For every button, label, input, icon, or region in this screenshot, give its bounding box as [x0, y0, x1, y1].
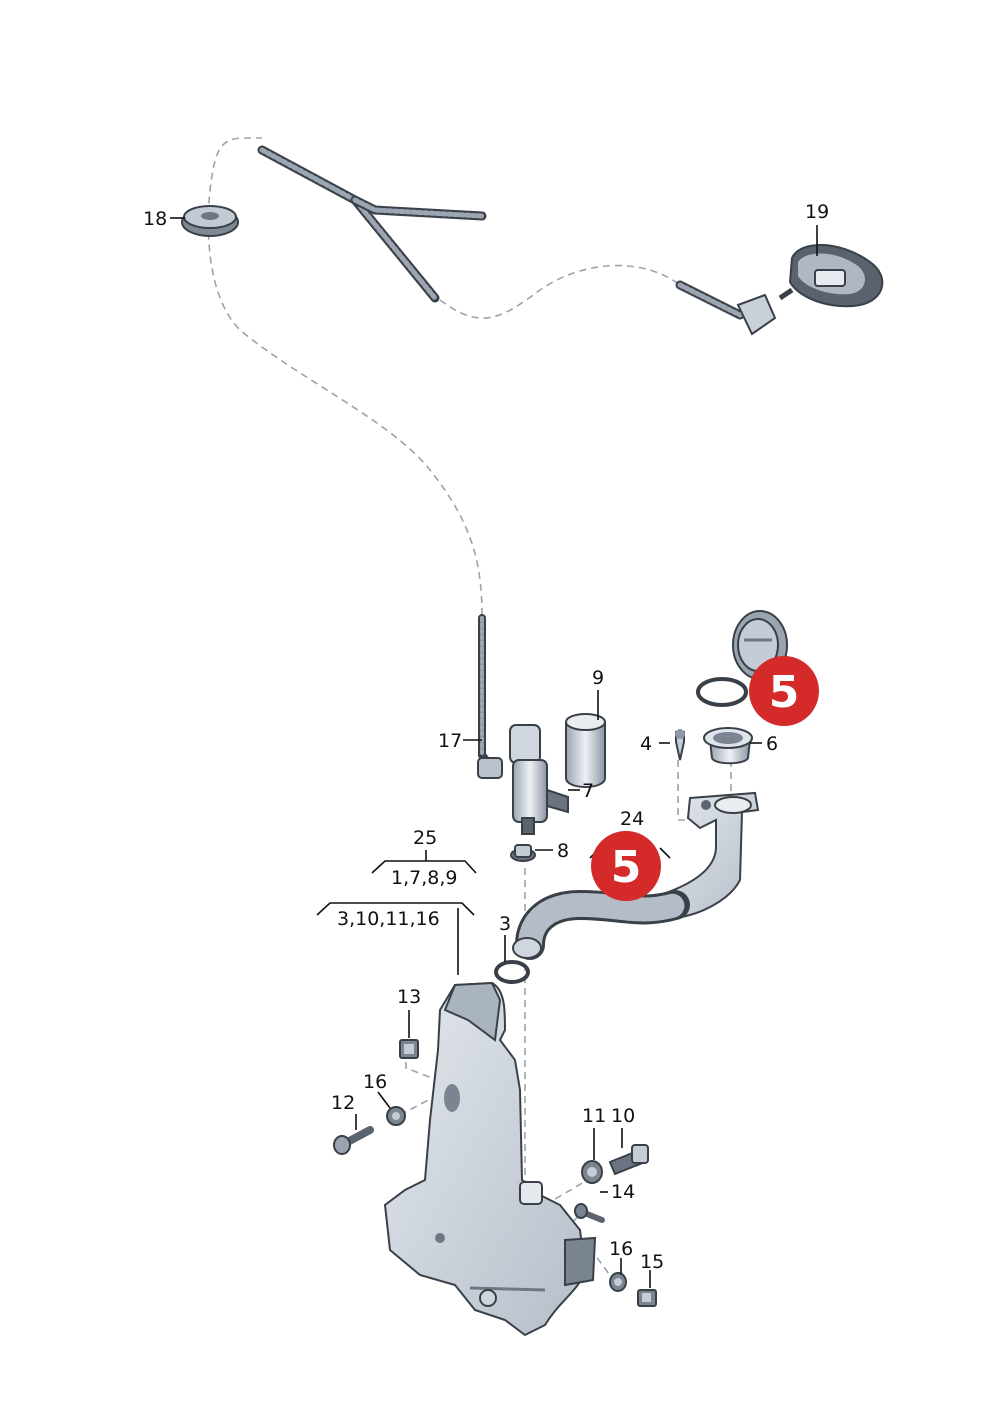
washer-line-dashed-upper	[439, 264, 681, 319]
grommet-16-lower	[609, 1272, 627, 1292]
nut-13	[399, 1039, 419, 1059]
washer-hose-17	[477, 614, 503, 779]
label-part-25: 25	[413, 827, 437, 849]
label-part-11: 11	[582, 1105, 606, 1127]
label-part-24: 24	[620, 808, 644, 830]
label-part-10: 10	[611, 1105, 635, 1127]
washer-nozzle-19	[778, 244, 884, 308]
label-part-9: 9	[592, 667, 604, 689]
label-part-15: 15	[640, 1251, 664, 1273]
grommet-18	[181, 205, 239, 237]
label-part-6: 6	[766, 733, 778, 755]
grommet-dashed	[399, 1097, 433, 1116]
label-part-18: 18	[143, 208, 167, 230]
bolt-12	[333, 1126, 374, 1155]
bush-9	[565, 713, 606, 788]
label-part-16-upper: 16	[363, 1071, 387, 1093]
seal-ring-neck	[696, 677, 748, 707]
filler-hose	[512, 889, 690, 960]
washer-pump-7	[509, 724, 569, 835]
label-part-17: 17	[438, 730, 462, 752]
badge-5-mid: 5	[591, 831, 661, 901]
label-part-16-lower: 16	[609, 1238, 633, 1260]
label-part-14: 14	[611, 1181, 635, 1203]
seal-8	[510, 844, 536, 862]
washer-hose-y-piece	[257, 145, 487, 303]
callout-labels: 18 19 9 17 7 8 4 6 24 3 25 13 16 12 11 1…	[143, 201, 829, 1273]
label-part-7: 7	[582, 780, 594, 802]
badge-5-top: 5	[749, 656, 819, 726]
washer-reservoir	[383, 981, 597, 1337]
label-part-12: 12	[331, 1092, 355, 1114]
washer-line-dashed	[207, 137, 483, 616]
neck-insert-6	[703, 727, 753, 765]
label-part-3: 3	[499, 913, 511, 935]
clip-15	[637, 1289, 657, 1307]
label-part-19: 19	[805, 201, 829, 223]
label-group-3-10-11-16: 3,10,11,16	[337, 908, 440, 930]
label-part-8: 8	[557, 840, 569, 862]
screw-14	[574, 1203, 605, 1223]
grommet-11	[581, 1160, 603, 1184]
label-group-1-7-8-9: 1,7,8,9	[391, 867, 457, 889]
label-part-4: 4	[640, 733, 652, 755]
grommet-16-upper	[386, 1106, 406, 1126]
label-part-13: 13	[397, 986, 421, 1008]
clip-4	[675, 729, 685, 761]
seal-ring-3	[494, 960, 530, 984]
badge-5-top-text: 5	[769, 667, 800, 718]
washer-hose-nozzle-branch	[675, 280, 777, 336]
level-sensor-10	[608, 1144, 649, 1176]
badge-5-mid-text: 5	[611, 842, 642, 893]
